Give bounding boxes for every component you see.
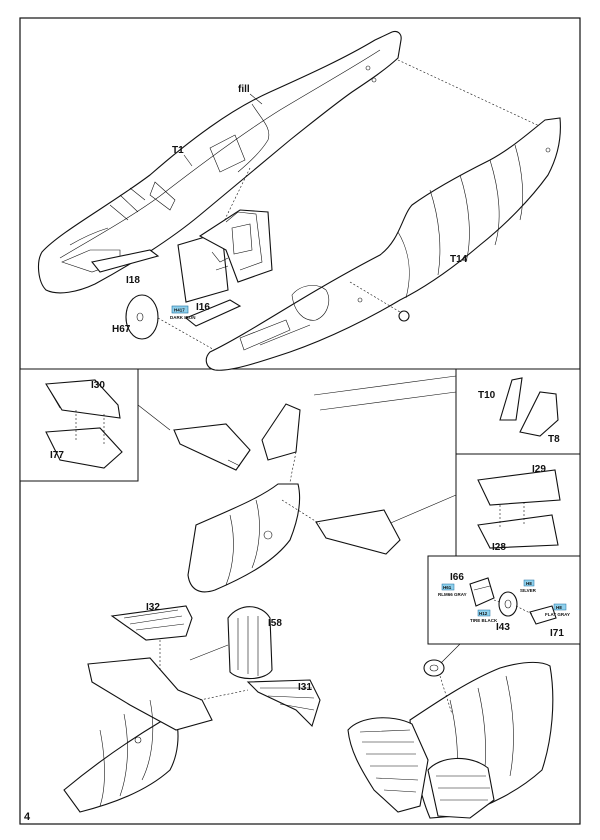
label-T8: T8 [548, 434, 560, 445]
svg-text:H8: H8 [556, 605, 562, 610]
svg-text:H12: H12 [479, 611, 488, 616]
tail-assembly-bottom-left [63, 605, 321, 813]
label-I29: I29 [532, 464, 546, 475]
svg-text:SILVER: SILVER [520, 588, 537, 593]
part-I16 [184, 299, 242, 327]
tailwheel-detail: I66 I43 I71 [450, 572, 564, 639]
svg-text:H417: H417 [174, 308, 185, 313]
part-I18 [91, 249, 160, 273]
label-I30: I30 [91, 380, 105, 391]
label-I32: I32 [146, 602, 160, 613]
part-small-knob [398, 310, 410, 322]
label-I77: I77 [50, 450, 64, 461]
svg-text:DARK IRON: DARK IRON [170, 315, 196, 320]
fuselage-right-half [205, 117, 561, 371]
label-T14: T14 [450, 254, 468, 265]
page-number: 4 [24, 811, 31, 823]
cockpit-assembly [177, 209, 273, 303]
color-callout-flat-black: H12 TIRE BLACK [470, 609, 498, 623]
label-I43: I43 [496, 622, 510, 633]
label-T1: T1 [172, 145, 184, 156]
svg-text:RLM66 GRAY: RLM66 GRAY [438, 592, 467, 597]
label-T10: T10 [478, 390, 496, 401]
tail-assembly-bottom-right [347, 659, 554, 819]
svg-text:TIRE BLACK: TIRE BLACK [470, 618, 498, 623]
label-I66: I66 [450, 572, 464, 583]
label-fill: fill [238, 84, 250, 95]
svg-text:FLAT GRAY: FLAT GRAY [545, 612, 570, 617]
label-I16: I16 [196, 302, 210, 313]
label-H67: H67 [112, 324, 131, 335]
label-I58: I58 [268, 618, 282, 629]
label-I71: I71 [550, 628, 564, 639]
svg-text:H61: H61 [443, 585, 452, 590]
color-callout-dark-iron: H417 DARK IRON [170, 305, 196, 320]
color-callout-rlm66: H61 RLM66 GRAY [438, 583, 467, 597]
label-I18: I18 [126, 275, 140, 286]
tail-assembly-middle [173, 403, 401, 593]
svg-text:H8: H8 [526, 581, 532, 586]
color-callout-flat-gray: H8 FLAT GRAY [545, 603, 570, 617]
part-H67-disc [125, 294, 159, 340]
color-callout-silver: H8 SILVER [520, 579, 537, 593]
label-I28: I28 [492, 542, 506, 553]
fuselage-left-half [37, 30, 402, 294]
label-I31: I31 [298, 682, 312, 693]
